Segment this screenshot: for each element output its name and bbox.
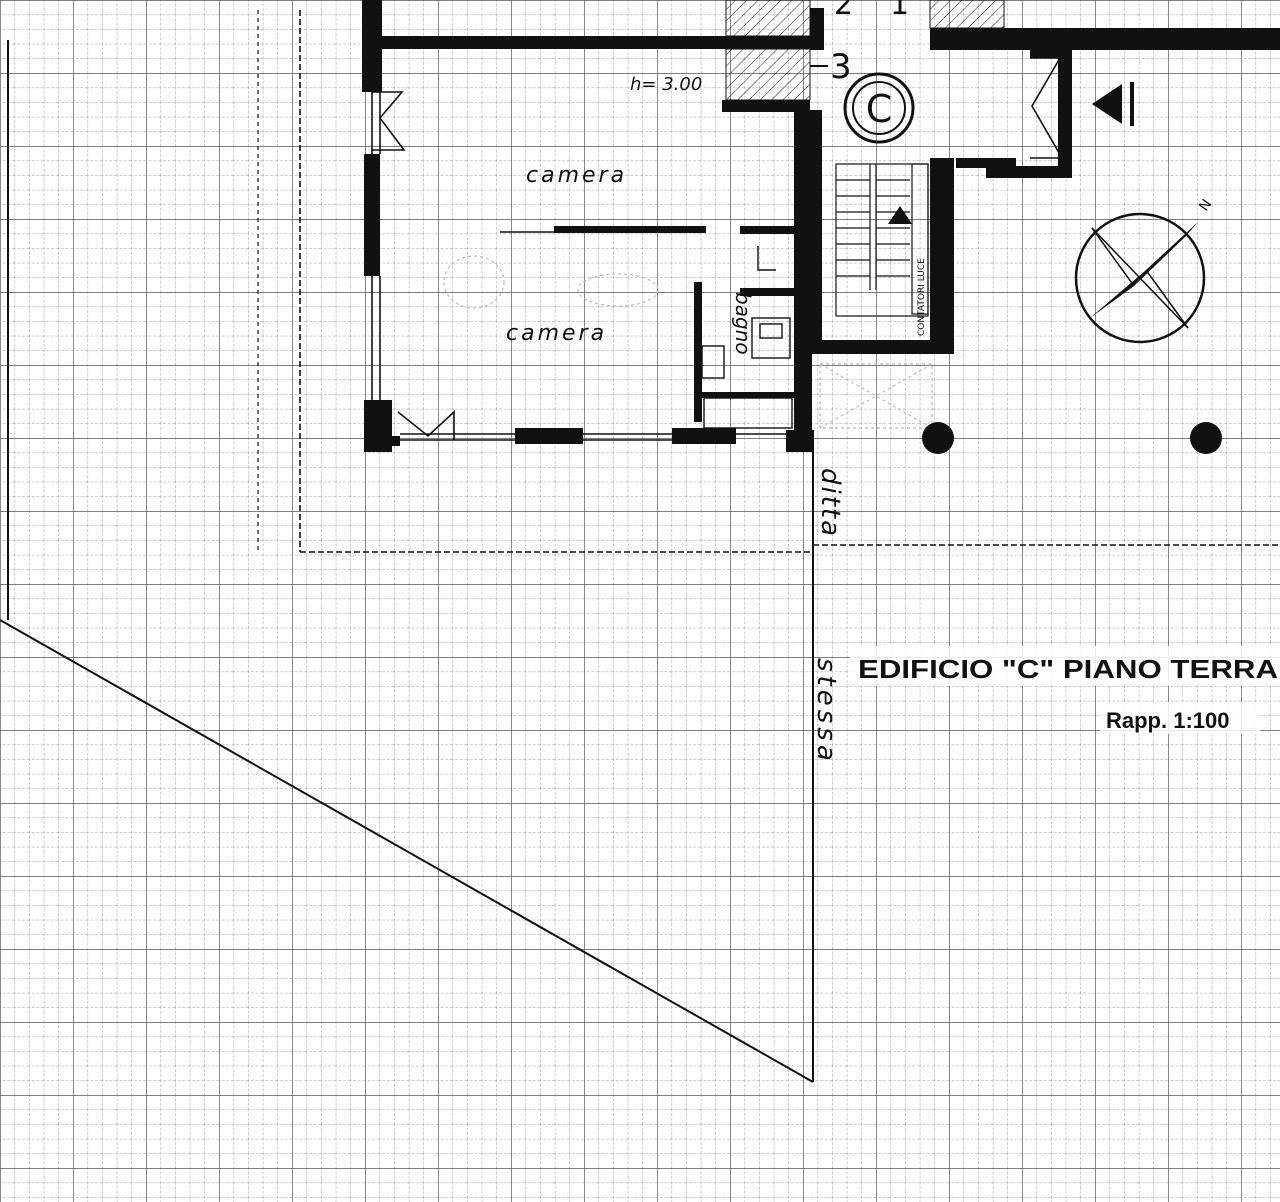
stair-number: 2 <box>834 0 853 22</box>
entrance-arrow-icon <box>1092 82 1134 126</box>
side-note-bottom: stessa <box>811 658 841 765</box>
stair-number: 3 <box>830 47 852 87</box>
building-walls <box>362 0 1280 452</box>
stair-up-arrow-icon <box>888 206 912 224</box>
pillar <box>922 422 954 454</box>
window-lines <box>371 92 786 441</box>
stair-letter: C <box>866 87 893 131</box>
stair-letter-circle <box>843 72 915 144</box>
lot-boundary <box>0 10 1280 1083</box>
faint-furniture <box>443 255 933 429</box>
north-arrow-icon <box>1074 212 1206 344</box>
scale-backdrop <box>1100 702 1260 734</box>
stair-number: 1 <box>890 0 909 22</box>
drawing-scale: Rapp. 1:100 <box>1106 708 1230 733</box>
bathroom-fixtures <box>701 246 793 429</box>
door-swings <box>372 57 1064 440</box>
bath-label: bagno <box>731 292 755 355</box>
meters-label: CONTATORI LUCE <box>917 258 927 336</box>
height-label: h= 3.00 <box>630 74 702 95</box>
hatched-walls <box>725 0 1005 101</box>
pillar <box>1190 422 1222 454</box>
room-label-upper: camera <box>526 163 627 188</box>
drawing-title: EDIFICIO "C" PIANO TERRA <box>858 654 1278 684</box>
side-note-top: ditta <box>815 468 845 538</box>
title-backdrop <box>850 646 1280 686</box>
stairwell <box>835 163 929 317</box>
room-label-lower: camera <box>506 321 607 346</box>
stair-letter-circle-inner <box>852 81 906 135</box>
